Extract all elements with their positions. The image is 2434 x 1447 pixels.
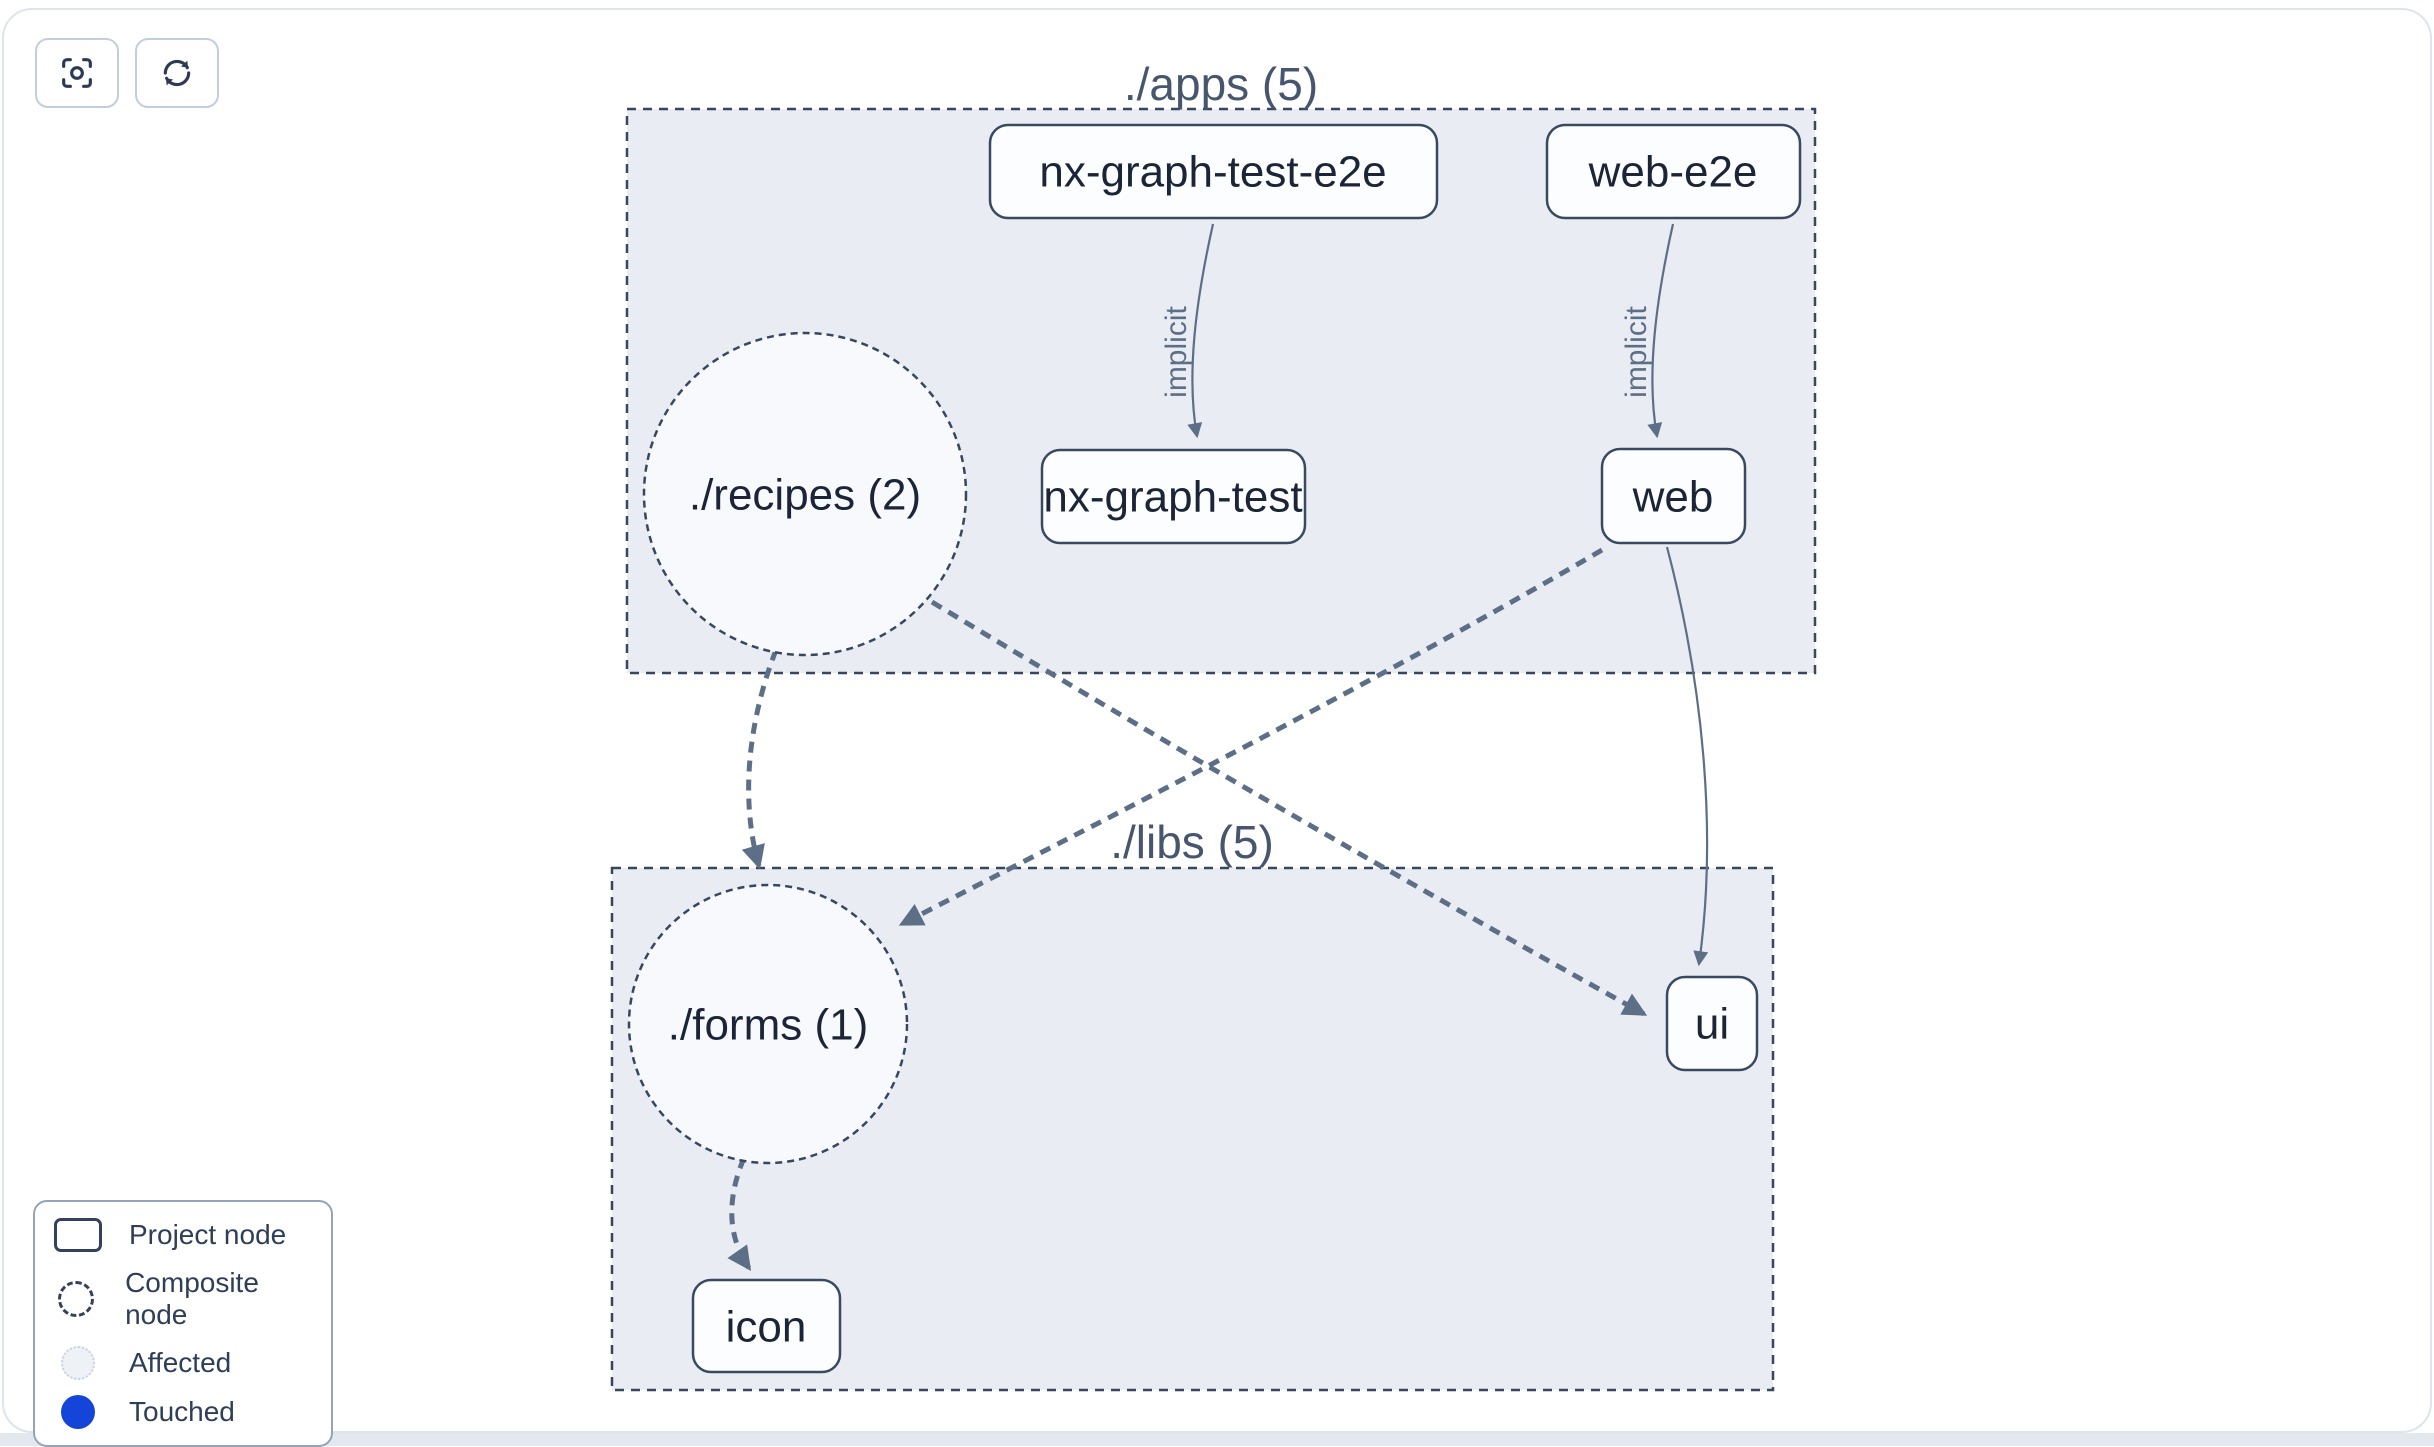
group-libs-label: ./libs (5) bbox=[1110, 816, 1274, 868]
project-node-nx-graph-test[interactable]: nx-graph-test bbox=[1040, 448, 1307, 545]
composite-node-icon bbox=[58, 1281, 95, 1317]
legend-label-touched: Touched bbox=[129, 1396, 235, 1427]
legend-label-project-node: Project node bbox=[129, 1219, 287, 1250]
project-node-nx-graph-test-e2e-label: nx-graph-test-e2e bbox=[1039, 147, 1386, 196]
legend-label-composite-node: Composite node bbox=[125, 1267, 259, 1330]
project-node-web-e2e[interactable]: web-e2e bbox=[1545, 123, 1802, 220]
center-graph-button[interactable] bbox=[35, 38, 119, 108]
composite-node-recipes-label: ./recipes (2) bbox=[689, 470, 921, 519]
project-node-nx-graph-test-e2e[interactable]: nx-graph-test-e2e bbox=[988, 123, 1439, 220]
project-node-icon bbox=[54, 1218, 102, 1252]
composite-node-recipes[interactable]: ./recipes (2) bbox=[642, 331, 968, 657]
project-node-icon-label: icon bbox=[726, 1302, 807, 1351]
project-node-web-e2e-label: web-e2e bbox=[1588, 147, 1758, 196]
project-node-icon[interactable]: icon bbox=[691, 1278, 842, 1374]
affected-icon bbox=[61, 1346, 95, 1380]
refresh-graph-button[interactable] bbox=[135, 38, 219, 108]
edge-label-implicit-2: implicit bbox=[1620, 306, 1653, 398]
edge-web-to-ui[interactable] bbox=[1665, 546, 1709, 967]
edge-web-e2e-to-web[interactable] bbox=[1647, 223, 1675, 439]
edge-nx-graph-test-e2e-to-nx-graph-test[interactable] bbox=[1187, 223, 1215, 439]
legend-label-affected: Affected bbox=[129, 1347, 232, 1378]
focus-icon bbox=[62, 58, 92, 88]
legend-row-composite-node: Composite node bbox=[53, 1267, 313, 1331]
composite-node-forms-label: ./forms (1) bbox=[668, 1000, 868, 1049]
edge-label-implicit-1: implicit bbox=[1160, 306, 1193, 398]
edge-web-to-forms[interactable] bbox=[898, 547, 1604, 927]
legend-row-affected: Affected bbox=[53, 1346, 313, 1380]
project-node-ui-label: ui bbox=[1695, 999, 1729, 1048]
legend: Project node Composite node Affected Tou… bbox=[33, 1200, 333, 1447]
refresh-icon bbox=[163, 59, 191, 87]
toolbar bbox=[35, 38, 219, 108]
touched-icon bbox=[61, 1395, 95, 1429]
edge-forms-to-icon[interactable] bbox=[727, 1157, 752, 1271]
project-node-nx-graph-test-label: nx-graph-test bbox=[1043, 472, 1302, 521]
project-node-web-label: web bbox=[1632, 472, 1714, 521]
project-node-ui[interactable]: ui bbox=[1665, 975, 1759, 1072]
project-node-web[interactable]: web bbox=[1600, 447, 1747, 545]
group-apps-label: ./apps (5) bbox=[1124, 58, 1318, 110]
edge-recipes-to-ui[interactable] bbox=[930, 599, 1648, 1017]
edge-recipes-to-forms[interactable] bbox=[741, 649, 779, 870]
composite-node-forms[interactable]: ./forms (1) bbox=[627, 883, 909, 1165]
legend-row-project-node: Project node bbox=[53, 1218, 313, 1252]
legend-row-touched: Touched bbox=[53, 1395, 313, 1429]
bottom-strip bbox=[0, 1433, 2434, 1446]
